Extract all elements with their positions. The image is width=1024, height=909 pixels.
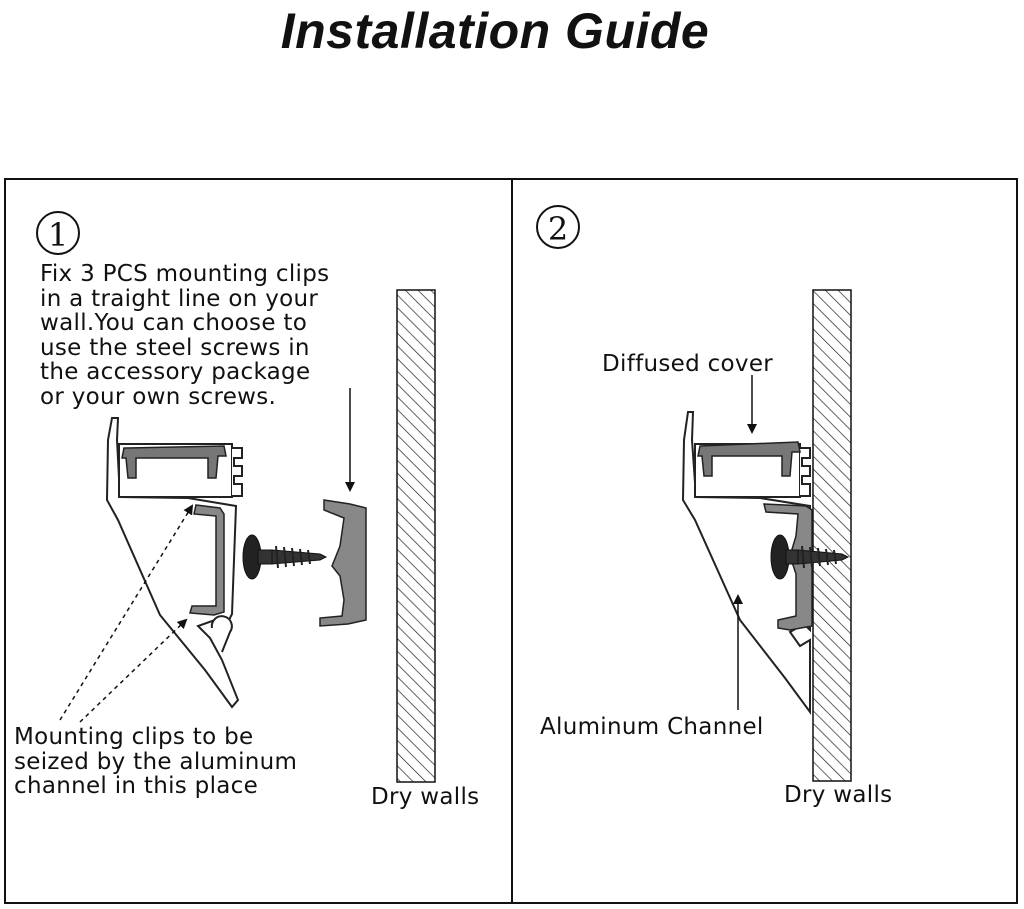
clip-label-line: seized by the aluminum (14, 748, 298, 775)
dry-wall-2 (812, 289, 852, 782)
instruction-line: use the steel screws in (40, 334, 310, 361)
step-2-number: 2 (536, 205, 580, 249)
dry-wall-label-1: Dry walls (371, 784, 480, 810)
clip-label-line: channel in this place (14, 773, 259, 799)
diffused-cover-label: Diffused cover (602, 351, 774, 377)
clip-label-line: Mounting clips to be (14, 724, 254, 750)
dashed-arrows-1 (59, 504, 194, 723)
dry-wall-label-2: Dry walls (784, 782, 893, 808)
instruction-line: wall.You can choose to (40, 310, 308, 336)
diffused-cover-2 (697, 441, 801, 477)
screw-icon-2 (770, 534, 850, 580)
diffused-cover-1 (121, 445, 227, 479)
mounting-clip-2 (763, 503, 813, 631)
aluminum-channel-label: Aluminum Channel (540, 714, 764, 740)
dry-wall-1 (396, 289, 436, 783)
instruction-line: Fix 3 PCS mounting clips (40, 261, 330, 287)
page-title: Installation Guide (280, 3, 710, 59)
mounting-clip-1 (319, 499, 367, 627)
screw-icon-1 (242, 534, 328, 580)
panel-divider (511, 178, 513, 904)
clip-in-channel-1 (189, 504, 225, 616)
arrow-to-cover-2 (733, 375, 757, 710)
instruction-line: in a traight line on your (40, 285, 319, 312)
instruction-line: the accessory package (40, 359, 311, 385)
step-1-number: 1 (36, 211, 80, 255)
instruction-line: or your own screws. (40, 383, 277, 410)
